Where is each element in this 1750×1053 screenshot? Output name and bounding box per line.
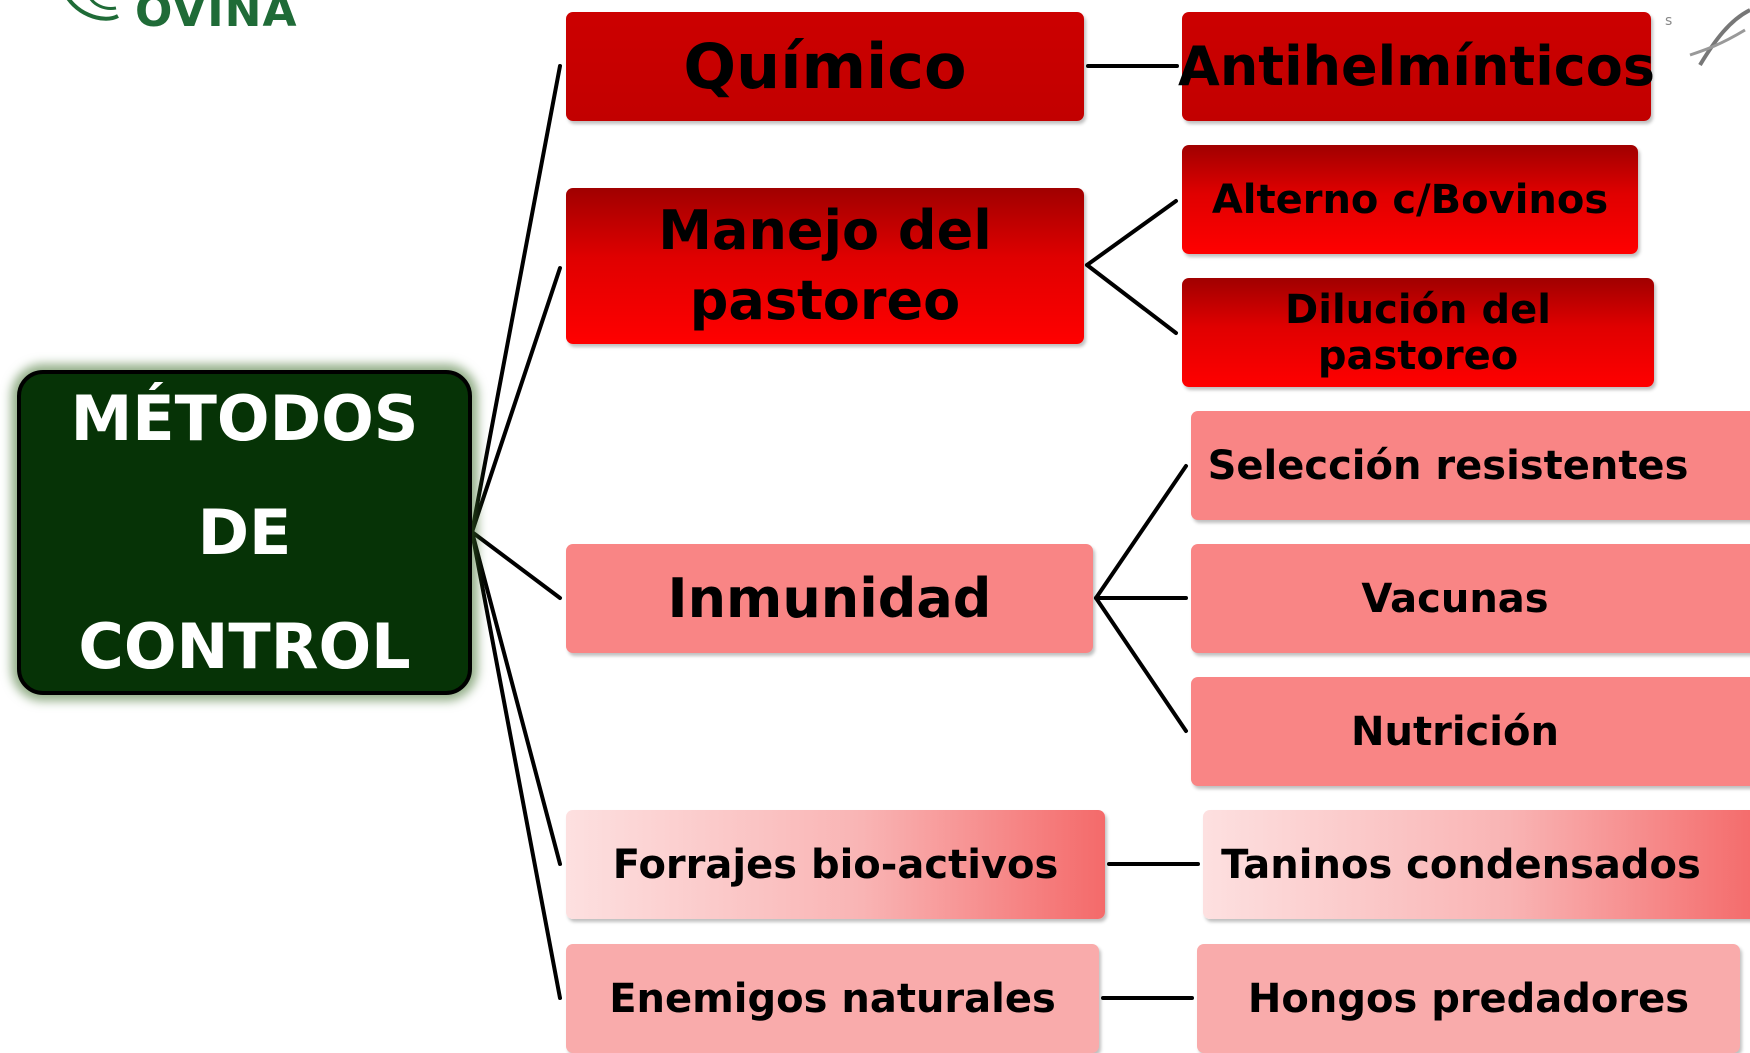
root-node-metodos-de-control: MÉTODOS DE CONTROL xyxy=(17,370,472,695)
connector-inmunidad-seleccion xyxy=(1094,464,1188,600)
root-line-3: CONTROL xyxy=(78,609,411,683)
category-quimico-label: Químico xyxy=(683,30,967,103)
method-taninos-condensados: Taninos condensados xyxy=(1203,810,1750,919)
method-alterno-c-bovinos: Alterno c/Bovinos xyxy=(1182,145,1638,254)
method-dilucion-del-pastoreo: Dilución del pastoreo xyxy=(1182,278,1654,387)
method-vacunas: Vacunas xyxy=(1191,544,1750,653)
svg-text:s: s xyxy=(1665,13,1672,29)
category-forrajes-label: Forrajes bio-activos xyxy=(612,841,1059,888)
method-antihelminticos-label: Antihelmínticos xyxy=(1178,35,1655,98)
root-line-2: DE xyxy=(197,495,292,569)
method-hongos-predadores: Hongos predadores xyxy=(1197,944,1740,1053)
connector-manejo-dilucion xyxy=(1085,263,1178,335)
method-alterno-label: Alterno c/Bovinos xyxy=(1211,176,1609,223)
method-antihelminticos: Antihelmínticos xyxy=(1178,12,1655,121)
category-quimico: Químico xyxy=(566,12,1084,121)
method-nutricion-label: Nutrición xyxy=(1351,708,1559,755)
method-taninos-label: Taninos condensados xyxy=(1221,841,1701,888)
method-seleccion-label: Selección resistentes xyxy=(1207,442,1689,489)
signature-mark-icon: s xyxy=(1665,8,1750,67)
logo-emblem-icon xyxy=(67,0,119,21)
method-seleccion-resistentes: Selección resistentes xyxy=(1191,411,1750,520)
category-inmunidad-label: Inmunidad xyxy=(667,567,992,630)
logo-text: OVINA xyxy=(135,0,298,37)
connector-manejo-alterno xyxy=(1085,199,1178,267)
method-vacunas-label: Vacunas xyxy=(1361,575,1549,622)
connector-inmunidad-nutricion xyxy=(1094,596,1188,733)
method-dilucion-label: Dilución del pastoreo xyxy=(1285,286,1551,379)
connector-root-forrajes xyxy=(470,530,562,866)
method-nutricion: Nutrición xyxy=(1191,677,1750,786)
category-manejo-label-line-1: Manejo del xyxy=(658,199,992,262)
root-line-1: MÉTODOS xyxy=(70,381,419,455)
category-inmunidad: Inmunidad xyxy=(566,544,1093,653)
connector-root-enemigos xyxy=(470,530,562,1000)
connector-root-inmunidad xyxy=(470,530,562,600)
method-hongos-label: Hongos predadores xyxy=(1247,975,1690,1022)
category-forrajes-bio-activos: Forrajes bio-activos xyxy=(566,810,1105,919)
category-manejo-label-line-2: pastoreo xyxy=(689,269,961,332)
connector-root-manejo xyxy=(470,266,562,534)
logo xyxy=(48,0,308,42)
category-manejo-del-pastoreo: Manejo del pastoreo xyxy=(566,188,1084,344)
connector-root-quimico xyxy=(470,64,562,534)
category-enemigos-label: Enemigos naturales xyxy=(609,975,1056,1022)
category-enemigos-naturales: Enemigos naturales xyxy=(566,944,1099,1053)
